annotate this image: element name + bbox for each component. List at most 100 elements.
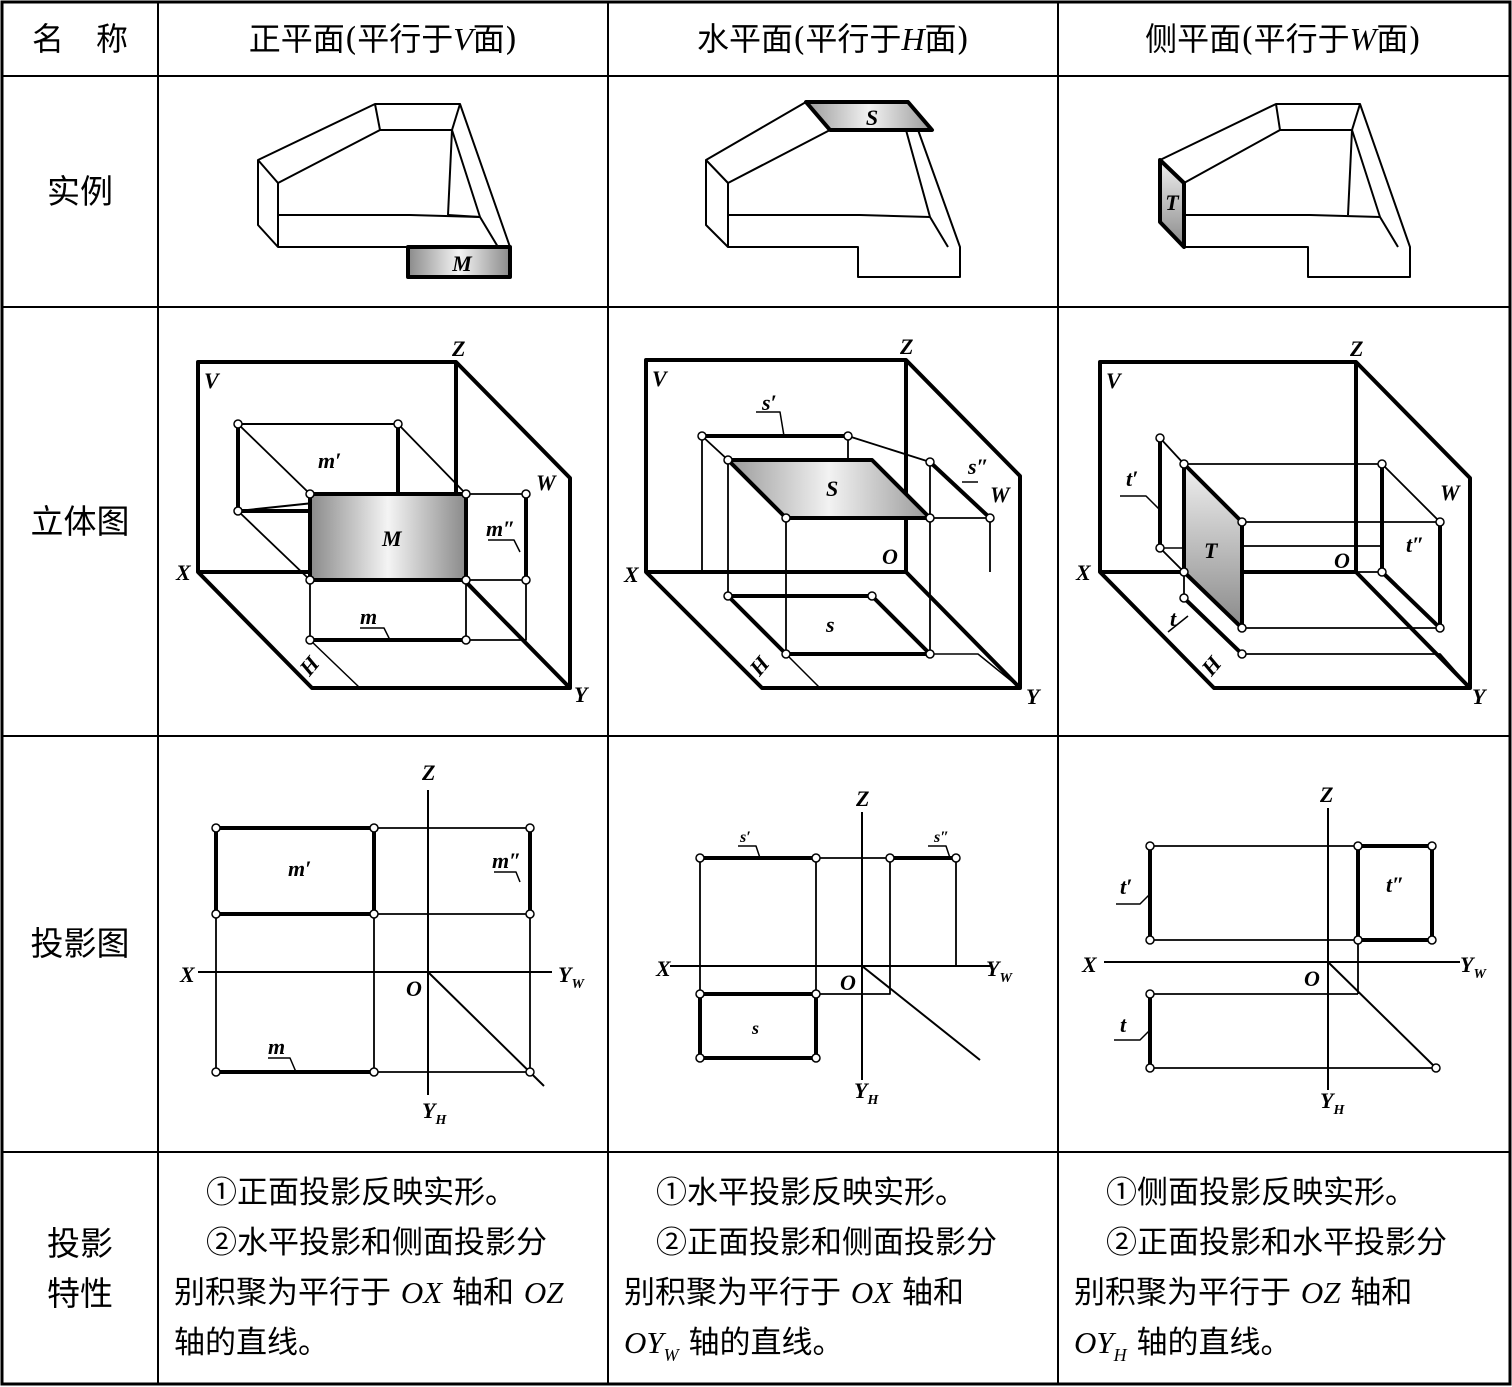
solid2-z: Z	[899, 334, 913, 359]
solid3-y: Y	[1472, 684, 1488, 709]
example-face-t	[1158, 158, 1186, 249]
prop3-line2: ②正面投影和水平投影分	[1106, 1225, 1447, 1261]
row-label-projection: 投影图	[31, 924, 130, 963]
projection-horizontal-labels: Z X O YW YH s′ s″ s	[655, 786, 1013, 1108]
header-frontal-plane: 正平面(平行于V面)	[249, 20, 518, 58]
prop2-line3: 别积聚为平行于 OX 轴和	[624, 1275, 964, 1311]
solid1-m-side: m″	[486, 516, 515, 541]
proj2-z: Z	[855, 786, 869, 811]
solid3-t-side: t″	[1406, 532, 1424, 557]
prop1-line1: ①正面投影反映实形。	[206, 1175, 516, 1211]
prop1-line4: 轴的直线。	[174, 1325, 329, 1361]
solid1-v: V	[204, 368, 221, 393]
prop2-line2: ②正面投影和侧面投影分	[656, 1225, 997, 1261]
proj2-s-top: s	[751, 1018, 759, 1038]
properties-frontal: ①正面投影反映实形。 ②水平投影和侧面投影分 别积聚为平行于 OX 轴和 OZ …	[174, 1175, 564, 1361]
prop3-line1: ①侧面投影反映实形。	[1106, 1175, 1416, 1211]
example-face-m	[406, 245, 512, 279]
example-label-s: S	[866, 105, 878, 130]
example-face-s	[804, 100, 934, 132]
proj3-x: X	[1081, 952, 1098, 977]
row-label-property-1: 投影	[47, 1224, 113, 1263]
proj2-s-front: s′	[739, 829, 751, 846]
solid3-x: X	[1075, 560, 1092, 585]
projection-horizontal	[670, 812, 990, 1080]
projection-profile-labels: Z X O YW YH t′ t″ t	[1081, 782, 1487, 1118]
solid2-x: X	[623, 562, 640, 587]
solid3-w: W	[1440, 480, 1461, 505]
header-row: 名 称 正平面(平行于V面) 水平面(平行于H面) 侧平面(平行于W面)	[32, 20, 1421, 58]
prop3-line4: OYH 轴的直线。	[1074, 1325, 1292, 1365]
header-profile-plane: 侧平面(平行于W面)	[1145, 20, 1421, 58]
solid1-m-front: m′	[318, 448, 341, 473]
prop3-line3: 别积聚为平行于 OZ 轴和	[1074, 1275, 1412, 1311]
solid2-y: Y	[1026, 684, 1042, 709]
solid-profile	[1098, 360, 1472, 690]
proj3-o: O	[1304, 966, 1320, 991]
solid1-w: W	[536, 470, 557, 495]
properties-horizontal: ①水平投影反映实形。 ②正面投影和侧面投影分 别积聚为平行于 OX 轴和 OYW…	[624, 1175, 997, 1365]
solid2-s-front: s′	[761, 390, 777, 415]
example-profile-object: T	[1158, 103, 1411, 278]
solid2-v: V	[652, 366, 669, 391]
row-label-property-2: 特性	[47, 1274, 113, 1313]
prop2-line4: OYW 轴的直线。	[624, 1325, 844, 1365]
row-label-example: 实例	[47, 172, 113, 211]
proj3-t-side: t″	[1386, 872, 1404, 897]
prop1-line3: 别积聚为平行于 OX 轴和 OZ	[174, 1275, 564, 1311]
proj1-m-side: m″	[492, 848, 521, 873]
solid-horizontal	[644, 358, 1022, 690]
solid3-z: Z	[1349, 336, 1363, 361]
prop2-line1: ①水平投影反映实形。	[656, 1175, 966, 1211]
solid1-m-top: m	[360, 604, 377, 629]
projection-frontal-labels: Z X O YW YH m′ m″ m	[179, 760, 585, 1128]
proj1-yw: YW	[558, 962, 585, 992]
solid2-s-face: S	[826, 476, 838, 501]
solid2-s-top: s	[825, 612, 835, 637]
proj1-m-top: m	[268, 1034, 285, 1059]
solid-face-m	[308, 492, 468, 582]
solid3-v: V	[1106, 368, 1123, 393]
row-labels: 实例 立体图 投影图 投影 特性	[31, 172, 130, 1313]
example-label-m: M	[451, 251, 473, 276]
projection-frontal	[198, 790, 552, 1095]
solid1-x: X	[175, 560, 192, 585]
example-horizontal-object: S	[705, 100, 961, 278]
example-label-t: T	[1165, 190, 1180, 215]
proj2-s-side: s″	[933, 829, 949, 846]
properties-profile: ①侧面投影反映实形。 ②正面投影和水平投影分 别积聚为平行于 OZ 轴和 OYH…	[1074, 1175, 1447, 1365]
proj2-x: X	[655, 956, 672, 981]
row-label-solid: 立体图	[31, 502, 130, 541]
proj1-z: Z	[421, 760, 435, 785]
solid-frontal	[196, 360, 572, 690]
header-name: 名 称	[32, 20, 128, 58]
proj3-z: Z	[1319, 782, 1333, 807]
example-frontal-object: M	[257, 103, 512, 279]
prop1-line2: ②水平投影和侧面投影分	[206, 1225, 547, 1261]
solid3-t-front: t′	[1126, 466, 1138, 491]
header-horizontal-plane: 水平面(平行于H面)	[697, 20, 969, 58]
solid1-y: Y	[574, 682, 590, 707]
solid3-t-face: T	[1204, 538, 1219, 563]
proj3-yh: YH	[1320, 1088, 1345, 1118]
proj2-yw: YW	[986, 956, 1013, 986]
proj1-m-front: m′	[288, 856, 311, 881]
solid2-o: O	[882, 544, 898, 569]
solid3-o: O	[1334, 548, 1350, 573]
projection-profile	[1104, 808, 1460, 1090]
solid1-z: Z	[451, 336, 465, 361]
proj3-t-top: t	[1120, 1012, 1127, 1037]
proj3-t-front: t′	[1120, 874, 1132, 899]
proj2-yh: YH	[854, 1078, 879, 1108]
solid2-w: W	[990, 482, 1011, 507]
solid1-m-face: M	[381, 526, 403, 551]
solid2-s-side: s″	[967, 454, 989, 479]
proj1-x: X	[179, 962, 196, 987]
proj3-yw: YW	[1460, 952, 1487, 982]
proj2-o: O	[840, 970, 856, 995]
solid3-t-top: t	[1170, 606, 1177, 631]
proj1-o: O	[406, 976, 422, 1001]
proj1-yh: YH	[422, 1098, 447, 1128]
